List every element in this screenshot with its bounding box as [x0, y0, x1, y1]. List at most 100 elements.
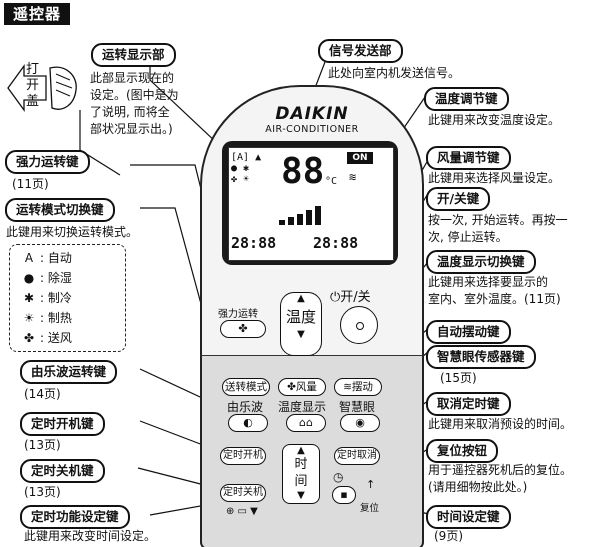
power-button[interactable]: [340, 306, 378, 344]
lcd-timer-off: 28:88: [313, 234, 359, 252]
temp-rocker[interactable]: ▲ 温度 ▼: [280, 292, 322, 356]
lcd-setpoint: 88: [281, 151, 325, 192]
section-title: 遥控器: [4, 3, 70, 25]
timer-up-icon[interactable]: ▲: [297, 445, 305, 456]
powerful-label: 强力运转: [218, 309, 258, 320]
mode-button[interactable]: 送转模式: [222, 378, 270, 396]
hand-icon: [7, 64, 77, 112]
legend-label: 制热: [47, 311, 72, 325]
temp-label: 温度: [285, 308, 316, 326]
callout-timeadj-desc: (9页): [434, 529, 463, 543]
callout-tempdisp-desc: 此键用来选择要显示的 室内、室外温度。(11页): [428, 274, 598, 308]
reset-label: 复位: [360, 503, 380, 514]
clock-icon: ◷: [333, 470, 344, 484]
temp-down-icon[interactable]: ▼: [297, 329, 305, 340]
callout-mode-desc: 此键用来切换运转模式。: [6, 225, 139, 239]
hand-text: 打 开 盖: [26, 62, 39, 110]
battery-icon: ⊕ ▭ ▼: [226, 506, 258, 517]
desc-line: 部状况显示出。): [90, 122, 173, 136]
callout-signal-desc: 此处向室内机发送信号。: [328, 66, 461, 80]
lcd-timer-on: 28:88: [231, 234, 277, 252]
swing-button-label: 摆动: [351, 381, 373, 393]
heat-icon: ☀: [23, 311, 35, 325]
callout-temp-desc: 此键用来改变温度设定。: [428, 113, 561, 127]
callout-eye: 智慧眼传感器键: [426, 345, 536, 369]
callout-cancel-desc: 此键用来取消预设的时间。: [428, 417, 573, 431]
timer-set-rocker[interactable]: ▲ 时 间 ▼: [282, 444, 320, 504]
timer-off-button[interactable]: 定时关机: [220, 484, 266, 502]
desc-line: 此键用来选择要显示的: [428, 275, 549, 289]
timer-cancel-button[interactable]: 定时取消: [334, 447, 380, 465]
callout-swing: 自动摆动键: [426, 320, 511, 344]
fan-button[interactable]: ✤风量: [278, 378, 326, 396]
lcd-swing-icon: ≋: [349, 170, 357, 184]
callout-timerset: 定时功能设定键: [20, 505, 130, 529]
callout-signal: 信号发送部: [318, 39, 403, 63]
callout-timeadj: 时间设定键: [426, 505, 511, 529]
callout-music-desc: (14页): [24, 387, 61, 401]
reset-pin-icon: ↑: [366, 478, 376, 491]
callout-reset: 复位按钮: [426, 439, 499, 463]
desc-line: (请用细物按此处。): [428, 480, 528, 494]
desc-line: 设定。(图中是为: [90, 88, 179, 102]
time-label-2: 间: [294, 474, 308, 489]
legend-label: 制冷: [47, 291, 72, 305]
eye-label: 智慧眼: [338, 400, 375, 414]
desc-line: 次, 停止运转。: [428, 230, 508, 244]
callout-eye-desc: (15页): [440, 371, 477, 385]
music-label: 由乐波: [226, 400, 263, 414]
music-icon: ◐: [243, 416, 253, 429]
timer-on-button[interactable]: 定时开机: [220, 447, 266, 465]
lcd-mode-icons: [A] ▲● ✱✤ ☀: [231, 152, 262, 185]
callout-powerful-desc: (11页): [12, 177, 49, 191]
lcd-display: [A] ▲● ✱✤ ☀ 88 °C ON ≋ 28:88 28:88: [228, 147, 394, 261]
desc-line: 按一次, 开始运转。再按一: [428, 213, 568, 227]
music-button[interactable]: ◐: [228, 414, 268, 432]
legend-label: 除湿: [47, 271, 72, 285]
callout-powerful: 强力运转键: [5, 150, 90, 174]
tempdisp-button[interactable]: ⌂⌂: [286, 414, 326, 432]
callout-onoff-desc: 按一次, 开始运转。再按一 次, 停止运转。: [428, 212, 598, 246]
callout-display: 运转显示部: [91, 43, 176, 67]
desc-line: 此部显示现在的: [90, 71, 175, 85]
fan-icon: ✤: [23, 331, 35, 345]
callout-mode: 运转模式切换键: [5, 198, 115, 222]
tempdisp-label: 温度显示: [277, 400, 326, 414]
callout-cancel: 取消定时键: [426, 392, 511, 416]
lcd-fan-bars: [279, 206, 329, 230]
eye-icon: ◉: [355, 416, 365, 429]
hand-text-2: 开: [26, 78, 40, 93]
fan-button-label: 风量: [295, 381, 317, 393]
callout-timeron-desc: (13页): [24, 438, 61, 452]
hand-text-3: 盖: [26, 94, 40, 109]
temp-up-icon[interactable]: ▲: [297, 293, 305, 304]
callout-timeroff: 定时关机键: [20, 459, 105, 483]
powerful-button[interactable]: ✤: [220, 320, 266, 338]
legend-row-heat: ☀: 制热: [23, 311, 72, 325]
cool-icon: ✱: [23, 291, 35, 305]
swing-icon: ≋: [343, 381, 352, 393]
time-label-1: 时: [294, 457, 308, 472]
brand-logo: DAIKIN: [275, 104, 349, 124]
desc-line: 用于遥控器死机后的复位。: [428, 463, 573, 477]
swing-button[interactable]: ≋摆动: [334, 378, 382, 396]
auto-icon: A: [24, 251, 34, 265]
eye-button[interactable]: ◉: [340, 414, 380, 432]
timer-down-icon[interactable]: ▼: [297, 490, 305, 501]
callout-display-desc: 此部显示现在的 设定。(图中是为 了说明, 而将全 部状况显示出。): [90, 70, 202, 138]
hand-text-1: 打: [26, 62, 40, 77]
power-icon: ⏻: [330, 290, 341, 305]
legend-label: 自动: [47, 251, 72, 265]
callout-timeron: 定时开机键: [20, 412, 105, 436]
time-adjust-button[interactable]: ▪: [332, 486, 356, 504]
brand-subtitle: AIR-CONDITIONER: [265, 124, 359, 135]
power-dot: [356, 322, 364, 330]
legend-row-dry: ●: 除湿: [23, 271, 72, 285]
desc-line: 了说明, 而将全: [90, 105, 170, 119]
legend-row-cool: ✱: 制冷: [23, 291, 72, 305]
callout-timerset-desc: 此键用来改变时间设定。: [24, 529, 157, 543]
lcd-unit: °C: [325, 176, 338, 187]
callout-music: 由乐波运转键: [20, 360, 118, 384]
callout-temp: 温度调节键: [424, 87, 509, 111]
